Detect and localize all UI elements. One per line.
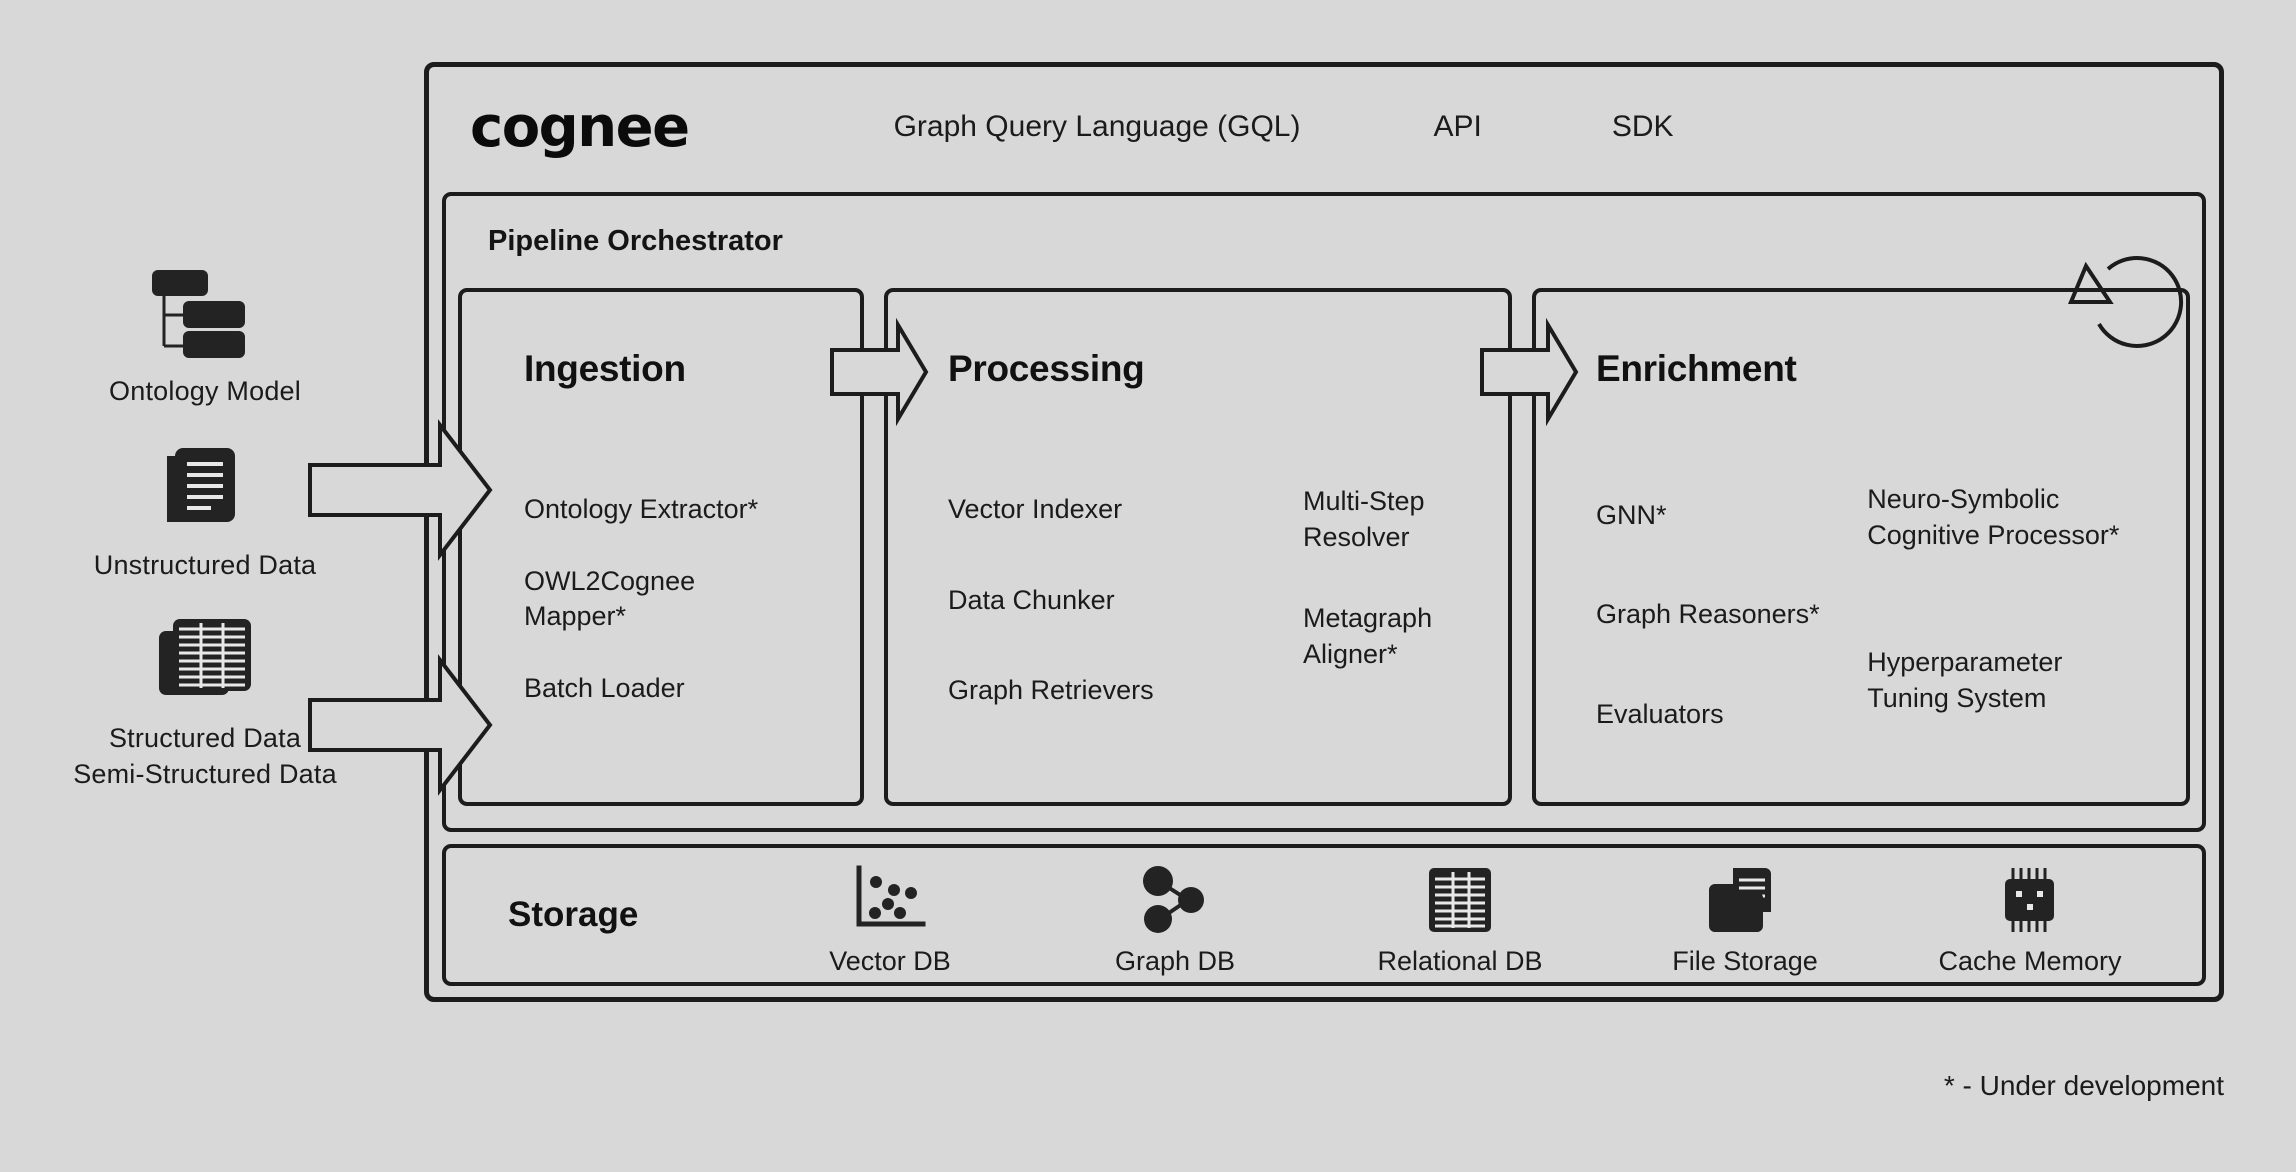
storage-item-graph-db: Graph DB (1045, 862, 1305, 977)
component-evaluators: Evaluators (1596, 699, 1724, 730)
cognee-logo: cognee (470, 94, 690, 160)
stage-title-ingestion: Ingestion (524, 348, 686, 389)
table-grid-icon (1423, 862, 1497, 938)
ingestion-column-1: Ontology Extractor* OWL2Cognee Mapper* B… (524, 492, 758, 743)
storage-panel (442, 844, 2206, 986)
component-neuro-symbolic-cognitive-processor: Neuro-Symbolic Cognitive Processor* (1867, 482, 2176, 553)
data-source-unstructured-data: Unstructured Data (0, 444, 410, 584)
stage-items-ingestion: Ontology Extractor* OWL2Cognee Mapper* B… (524, 492, 854, 743)
storage-label: File Storage (1672, 946, 1818, 976)
folder-document-icon (1707, 862, 1783, 938)
metagraph-aligner-line2: Aligner* (1303, 638, 1398, 669)
memory-chip-icon (1992, 862, 2068, 938)
enrichment-column-2: Neuro-Symbolic Cognitive Processor* Hype… (1867, 482, 2176, 788)
component-metagraph-aligner: Metagraph Aligner* (1303, 601, 1488, 672)
header-link-gql[interactable]: Graph Query Language (GQL) (893, 110, 1301, 143)
structured-data-line2: Semi-Structured Data (73, 758, 337, 789)
component-multi-step-resolver: Multi-Step Resolver (1303, 484, 1488, 555)
data-source-structured-data: Structured Data Semi-Structured Data (0, 617, 410, 792)
platform-header: cognee Graph Query Language (GQL) API SD… (424, 62, 2224, 192)
stage-processing-panel (884, 288, 1512, 806)
processing-column-2: Multi-Step Resolver Metagraph Aligner* (1303, 486, 1488, 764)
component-batch-loader: Batch Loader (524, 672, 685, 703)
data-source-label: Unstructured Data (93, 549, 317, 580)
graph-nodes-icon (1136, 862, 1214, 938)
storage-items-row: Vector DB Graph DB (760, 862, 2160, 977)
neuro-symbolic-line1: Neuro-Symbolic (1867, 484, 2060, 514)
storage-title: Storage (508, 895, 639, 934)
scatter-plot-icon (851, 862, 929, 938)
hyperparameter-line2: Tuning System (1867, 682, 2047, 713)
processing-column-1: Vector Indexer Data Chunker Graph Retrie… (948, 492, 1303, 764)
multi-step-resolver-line2: Resolver (1303, 521, 1410, 552)
storage-item-vector-db: Vector DB (760, 862, 1020, 977)
storage-label: Vector DB (829, 946, 951, 976)
ontology-hierarchy-icon (150, 270, 260, 360)
owl2cognee-line1: OWL2Cognee (524, 565, 696, 596)
neuro-symbolic-line2: Cognitive Processor* (1867, 519, 2120, 550)
stage-title-enrichment: Enrichment (1596, 348, 1797, 389)
stage-title-processing: Processing (948, 348, 1145, 389)
component-hyperparameter-tuning-system: Hyperparameter Tuning System (1867, 645, 2176, 716)
owl2cognee-line2: Mapper* (524, 601, 627, 632)
storage-item-file-storage: File Storage (1615, 862, 1875, 977)
header-link-sdk[interactable]: SDK (1611, 110, 1674, 143)
storage-label: Cache Memory (1938, 946, 2122, 976)
pipeline-orchestrator-title: Pipeline Orchestrator (488, 225, 783, 257)
multi-step-resolver-line1: Multi-Step (1303, 486, 1425, 516)
structured-data-line1: Structured Data (108, 723, 302, 754)
storage-item-relational-db: Relational DB (1330, 862, 1590, 977)
data-sources-column: Ontology Model Unstructured Data (0, 270, 410, 827)
component-owl2cognee-mapper: OWL2Cognee Mapper* (524, 564, 758, 635)
data-source-label: Structured Data Semi-Structured Data (73, 721, 337, 792)
component-graph-reasoners: Graph Reasoners* (1596, 598, 1820, 629)
header-link-api[interactable]: API (1433, 110, 1482, 143)
metagraph-aligner-line1: Metagraph (1303, 603, 1433, 634)
component-graph-retrievers: Graph Retrievers (948, 675, 1154, 706)
hyperparameter-line1: Hyperparameter (1867, 647, 2063, 678)
component-vector-indexer: Vector Indexer (948, 494, 1123, 524)
stage-enrichment-panel (1532, 288, 2190, 806)
storage-item-cache-memory: Cache Memory (1900, 862, 2160, 977)
component-ontology-extractor: Ontology Extractor* (524, 494, 759, 524)
data-source-label: Ontology Model (109, 376, 301, 406)
storage-label: Graph DB (1114, 946, 1236, 976)
component-data-chunker: Data Chunker (948, 584, 1115, 615)
stage-items-enrichment: GNN* Graph Reasoners* Evaluators Neuro-S… (1596, 482, 2176, 788)
data-source-ontology-model: Ontology Model (0, 270, 410, 410)
storage-label: Relational DB (1377, 946, 1543, 976)
footnote-under-development: * - Under development (1943, 1070, 2224, 1101)
component-gnn: GNN* (1596, 500, 1667, 530)
spreadsheet-table-icon (155, 617, 255, 707)
documents-stack-icon (159, 444, 251, 534)
enrichment-column-1: GNN* Graph Reasoners* Evaluators (1596, 482, 1867, 788)
stage-items-processing: Vector Indexer Data Chunker Graph Retrie… (948, 486, 1488, 764)
